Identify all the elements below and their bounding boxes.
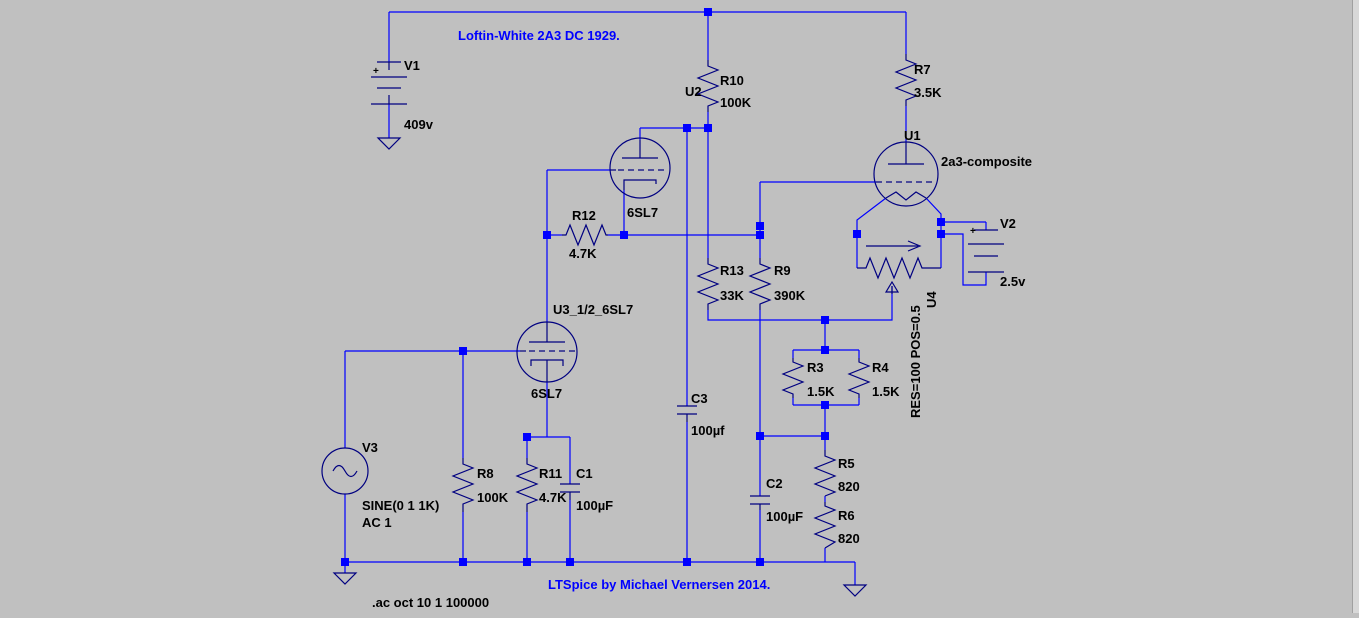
resistor-r3[interactable] xyxy=(781,358,805,398)
ground-symbol xyxy=(842,584,868,597)
battery-v2[interactable]: + xyxy=(968,226,1004,273)
u1-model: 2a3-composite xyxy=(941,154,1032,169)
c3-name: C3 xyxy=(691,391,708,406)
v1-value: 409v xyxy=(404,117,434,132)
resistor-r10[interactable] xyxy=(696,60,720,112)
c2-name: C2 xyxy=(766,476,783,491)
r9-name: R9 xyxy=(774,263,791,278)
u3-model: 6SL7 xyxy=(531,386,562,401)
r12-value: 4.7K xyxy=(569,246,597,261)
r12-name: R12 xyxy=(572,208,596,223)
window-edge xyxy=(1352,0,1359,613)
battery-v1[interactable]: + xyxy=(371,61,407,105)
r8-name: R8 xyxy=(477,466,494,481)
u4-name: U4 xyxy=(924,291,939,308)
r5-value: 820 xyxy=(838,479,860,494)
c1-name: C1 xyxy=(576,466,593,481)
svg-text:+: + xyxy=(373,66,379,77)
sine-source-v3[interactable] xyxy=(321,447,369,495)
triode-u2[interactable] xyxy=(609,137,671,199)
resistor-r8[interactable] xyxy=(451,458,475,512)
r7-value: 3.5K xyxy=(914,85,942,100)
u4-params: RES=100 POS=0.5 xyxy=(908,305,923,418)
triode-u1[interactable] xyxy=(873,141,939,207)
r13-name: R13 xyxy=(720,263,744,278)
ground-symbol xyxy=(376,137,402,150)
r3-value: 1.5K xyxy=(807,384,835,399)
resistor-r13[interactable] xyxy=(696,258,720,310)
r11-value: 4.7K xyxy=(539,490,567,505)
r9-value: 390K xyxy=(774,288,806,303)
resistor-r6[interactable] xyxy=(813,502,837,549)
resistor-r9[interactable] xyxy=(748,258,772,310)
r4-value: 1.5K xyxy=(872,384,900,399)
v2-name: V2 xyxy=(1000,216,1016,231)
v2-value: 2.5v xyxy=(1000,274,1026,289)
ground-symbol xyxy=(332,572,358,585)
capacitor-c3[interactable] xyxy=(677,405,697,422)
r5-name: R5 xyxy=(838,456,855,471)
r10-name: R10 xyxy=(720,73,744,88)
resistor-r5[interactable] xyxy=(813,450,837,497)
r10-value: 100K xyxy=(720,95,752,110)
capacitor-c1[interactable] xyxy=(560,483,580,500)
r6-name: R6 xyxy=(838,508,855,523)
credit-text: LTSpice by Michael Vernersen 2014. xyxy=(548,577,770,592)
c1-value: 100µF xyxy=(576,498,613,513)
r13-value: 33K xyxy=(720,288,744,303)
wires xyxy=(344,11,987,585)
resistor-r12[interactable] xyxy=(562,223,608,247)
v3-ac: AC 1 xyxy=(362,515,392,530)
resistor-r7[interactable] xyxy=(894,54,918,106)
r6-value: 820 xyxy=(838,531,860,546)
potentiometer-u4[interactable] xyxy=(857,240,941,294)
u1-name: U1 xyxy=(904,128,921,143)
c2-value: 100µF xyxy=(766,509,803,524)
c3-value: 100µf xyxy=(691,423,725,438)
svg-text:+: + xyxy=(970,226,976,237)
spice-directive: .ac oct 10 1 100000 xyxy=(372,595,489,610)
junctions xyxy=(341,8,945,566)
schematic-title: Loftin-White 2A3 DC 1929. xyxy=(458,28,620,43)
r7-name: R7 xyxy=(914,62,931,77)
u2-name: U2 xyxy=(685,84,702,99)
u2-model: 6SL7 xyxy=(627,205,658,220)
resistor-r11[interactable] xyxy=(515,458,539,512)
triode-u3[interactable] xyxy=(516,321,578,383)
capacitor-c2[interactable] xyxy=(750,495,770,510)
r8-value: 100K xyxy=(477,490,509,505)
r3-name: R3 xyxy=(807,360,824,375)
labels: Loftin-White 2A3 DC 1929. LTSpice by Mic… xyxy=(362,28,1032,610)
u3-name: U3_1/2_6SL7 xyxy=(553,302,633,317)
v3-value: SINE(0 1 1K) xyxy=(362,498,439,513)
r4-name: R4 xyxy=(872,360,889,375)
v1-name: V1 xyxy=(404,58,420,73)
r11-name: R11 xyxy=(539,466,562,481)
resistor-r4[interactable] xyxy=(847,358,871,398)
v3-name: V3 xyxy=(362,440,378,455)
